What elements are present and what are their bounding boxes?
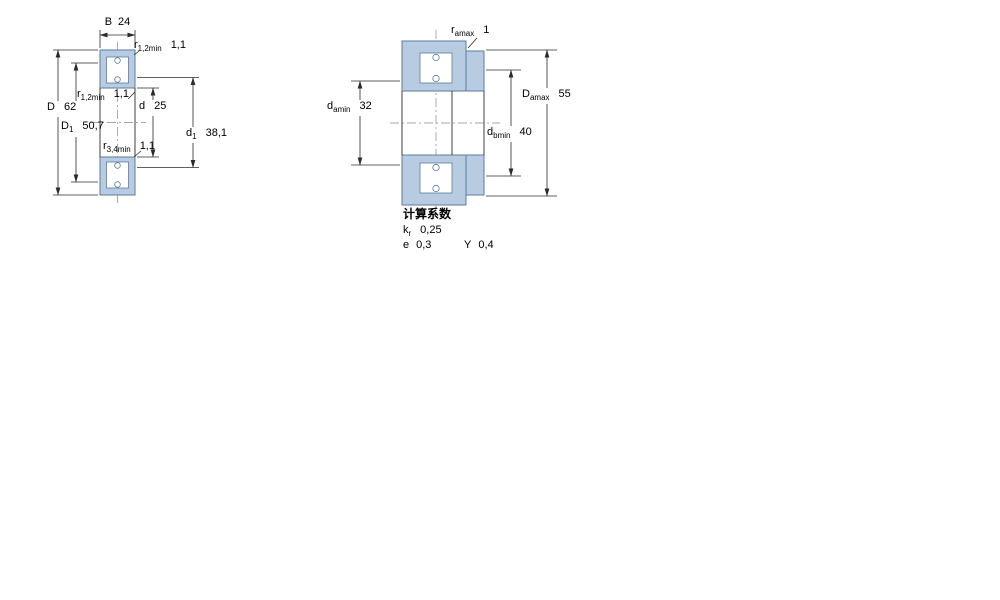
cage-rivet-icon xyxy=(114,162,121,169)
cage-rivet-icon xyxy=(432,74,440,83)
left-cross-section xyxy=(90,42,146,203)
right-dimension-lines xyxy=(351,37,557,197)
right-cross-section xyxy=(390,30,500,217)
calc-heading: 计算系数 xyxy=(403,207,452,221)
leader-line xyxy=(467,37,478,49)
cage-rivet-icon xyxy=(114,57,121,64)
cage-rivet-icon xyxy=(114,181,121,188)
cage-rivet-icon xyxy=(432,53,440,62)
cage-rivet-icon xyxy=(432,163,440,172)
cage-rivet-icon xyxy=(114,76,121,83)
cage-rivet-icon xyxy=(432,184,440,193)
left-dimension-lines xyxy=(53,30,199,196)
roller-lower xyxy=(106,161,129,189)
leader-line xyxy=(133,50,140,56)
roller-upper xyxy=(106,56,129,84)
leader-line xyxy=(127,91,136,100)
leader-line xyxy=(133,150,142,158)
